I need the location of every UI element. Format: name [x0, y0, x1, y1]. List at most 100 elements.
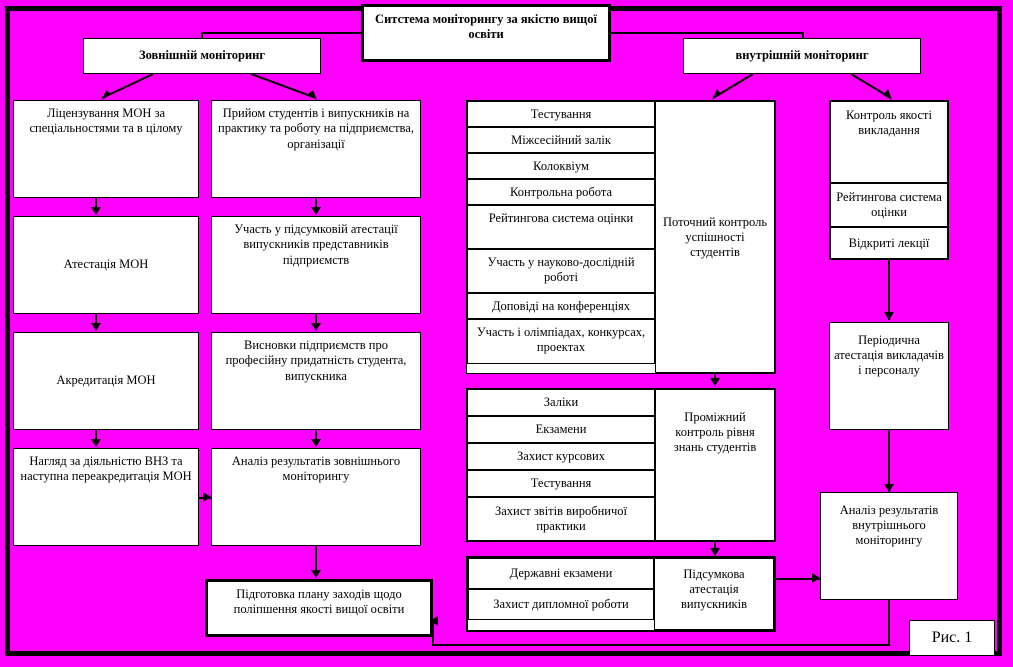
external-right-box-2: Висновки підприємств про професійну прид… — [211, 332, 421, 430]
teaching-quality-item-0: Рейтингова система оцінки — [830, 183, 948, 227]
current-control-item-label-6: Доповіді на конференціях — [491, 298, 631, 313]
current-control-item-2: Колоквіум — [467, 153, 655, 179]
title-to-branches-connector-right — [611, 32, 803, 34]
figure-caption: Рис. 1 — [909, 620, 995, 656]
teaching-quality-item-label-0: Рейтингова система оцінки — [836, 190, 942, 219]
external-left-box-0: Ліцензування МОН за спеціальностями та в… — [13, 100, 199, 198]
final-attestation-item-1: Захист дипломної роботи — [468, 589, 654, 620]
title-to-branches-connector — [202, 32, 362, 34]
external-right-arrow-1 — [311, 323, 321, 331]
internal-analysis-to-plan-vertical — [888, 600, 890, 646]
final-attestation-summary-label: Підсумкова атестація випускників — [681, 567, 747, 611]
external-left-box-2: Акредитація МОН — [13, 332, 199, 430]
interim-control-item-label-3: Тестування — [530, 476, 592, 490]
external-left-label-0: Ліцензування МОН за спеціальностями та в… — [29, 106, 183, 136]
interim-control-item-label-4: Захист звітів виробничої практики — [494, 504, 627, 533]
teaching-quality-header-label: Контроль якості викладання — [846, 108, 932, 137]
current-control-item-label-0: Тестування — [530, 106, 592, 121]
external-right-label-3: Аналіз результатів зовнішнього моніторин… — [231, 454, 401, 484]
external-right-box-0: Прийом студентів і випускників на практи… — [211, 100, 421, 198]
final-to-analysis-connector — [776, 578, 820, 580]
interim-control-item-label-0: Заліки — [543, 395, 579, 409]
internal-analysis-to-plan-horizontal — [432, 644, 890, 646]
internal-analysis-box: Аналіз результатів внутрішнього монітори… — [820, 492, 958, 600]
external-right-label-0: Прийом студентів і випускників на практи… — [218, 106, 414, 151]
current-control-item-label-4: Рейтингова система оцінки — [488, 211, 634, 225]
external-right-connector-2 — [315, 430, 317, 440]
periodic-attestation-box: Періодична атестація викладачів і персон… — [829, 322, 949, 430]
final-attestation-item-0: Державні екзамени — [468, 558, 654, 589]
interim-control-item-0: Заліки — [467, 389, 655, 416]
title-box-label: Ситстема моніторингу за якістю вищої осв… — [375, 12, 597, 42]
current-control-summary-label: Поточний контроль успішності студентів — [662, 214, 768, 259]
external-left-arrow-0 — [91, 207, 101, 215]
interim-control-item-3: Тестування — [467, 470, 655, 497]
current-control-item-7: Участь і олімпіадах, конкурсах, проектах — [467, 319, 655, 364]
current-control-item-label-1: Міжсесійний залік — [511, 132, 611, 147]
final-attestation-summary: Підсумкова атестація випускників — [654, 558, 774, 630]
internal-branch-stem — [802, 32, 804, 40]
external-right-box-3: Аналіз результатів зовнішнього моніторин… — [211, 448, 421, 546]
external-right-arrow-0 — [311, 207, 321, 215]
current-control-item-label-7: Участь і олімпіадах, конкурсах, проектах — [476, 325, 646, 354]
interim-control-item-label-1: Екзамени — [535, 422, 587, 436]
teaching-to-periodic-connector — [888, 260, 890, 320]
periodic-to-analysis-connector — [888, 430, 890, 492]
external-left-box-1: Атестація МОН — [13, 216, 199, 314]
teaching-quality-item-1: Відкриті лекції — [830, 227, 948, 259]
external-left-connector-2 — [95, 430, 97, 440]
final-attestation-item-label-0: Державні екзамени — [509, 566, 613, 580]
external-left-label-2: Акредитація МОН — [56, 373, 156, 388]
figure-caption-label: Рис. 1 — [931, 629, 973, 646]
interim-control-item-1: Екзамени — [467, 416, 655, 443]
external-left-connector-0 — [95, 198, 97, 208]
external-branch-label: Зовнішній моніторинг — [138, 48, 266, 63]
current-control-item-5: Участь у науково-дослідній роботі — [467, 249, 655, 293]
teaching-quality-item-label-1: Відкриті лекції — [848, 235, 930, 250]
external-right-label-1: Участь у підсумковій атестації випускник… — [234, 222, 398, 267]
interim-control-item-label-2: Захист курсових — [517, 449, 605, 463]
current-control-item-0: Тестування — [467, 101, 655, 127]
external-right-connector-1 — [315, 314, 317, 324]
external-branch-connectors — [101, 73, 317, 100]
final-to-analysis-arrow — [812, 573, 820, 583]
current-control-item-label-3: Контрольна робота — [509, 184, 612, 199]
external-left-arrow-1 — [91, 323, 101, 331]
teaching-quality-header: Контроль якості викладання — [830, 101, 948, 183]
internal-branch-connectors — [712, 73, 892, 100]
interim-control-summary: Проміжний контроль рівня знань студентів — [655, 389, 775, 541]
external-analysis-to-plan-arrow — [311, 570, 321, 578]
internal-analysis-to-plan-riser — [432, 620, 434, 645]
current-control-item-3: Контрольна робота — [467, 179, 655, 205]
periodic-attestation-label: Періодична атестація викладачів і персон… — [834, 333, 944, 377]
external-left-to-right-arrow — [203, 492, 211, 502]
current-control-item-label-2: Колоквіум — [533, 158, 589, 173]
teaching-to-periodic-arrow — [884, 312, 894, 320]
internal-branch-box: внутрішній моніторинг — [683, 38, 921, 74]
interim-control-item-4: Захист звітів виробничої практики — [467, 497, 655, 541]
title-box: Ситстема моніторингу за якістю вищої осв… — [361, 4, 611, 62]
periodic-to-analysis-arrow — [884, 484, 894, 492]
external-branch-box: Зовнішній моніторинг — [83, 38, 321, 74]
interim-control-summary-label: Проміжний контроль рівня знань студентів — [673, 410, 757, 454]
external-right-label-2: Висновки підприємств про професійну прид… — [225, 338, 407, 383]
external-left-connector-1 — [95, 314, 97, 324]
current-control-item-6: Доповіді на конференціях — [467, 293, 655, 319]
external-left-label-1: Атестація МОН — [63, 257, 149, 272]
plan-box-label: Підготовка плану заходів щодо поліпшення… — [233, 587, 405, 617]
internal-analysis-label: Аналіз результатів внутрішнього монітори… — [839, 503, 939, 547]
interim-control-item-2: Захист курсових — [467, 443, 655, 470]
current-control-item-label-5: Участь у науково-дослідній роботі — [487, 255, 635, 284]
current-control-item-1: Міжсесійний залік — [467, 127, 655, 153]
external-right-box-1: Участь у підсумковій атестації випускник… — [211, 216, 421, 314]
final-attestation-item-label-1: Захист дипломної роботи — [493, 597, 629, 611]
external-analysis-to-plan-connector — [315, 546, 317, 575]
current-to-interim-arrow — [710, 378, 720, 386]
external-branch-stem — [201, 32, 203, 40]
external-right-arrow-2 — [311, 439, 321, 447]
external-left-box-3: Нагляд за діяльністю ВНЗ та наступна пер… — [13, 448, 199, 546]
external-right-connector-0 — [315, 198, 317, 208]
interim-to-final-arrow — [710, 548, 720, 556]
current-control-item-4: Рейтингова система оцінки — [467, 205, 655, 249]
